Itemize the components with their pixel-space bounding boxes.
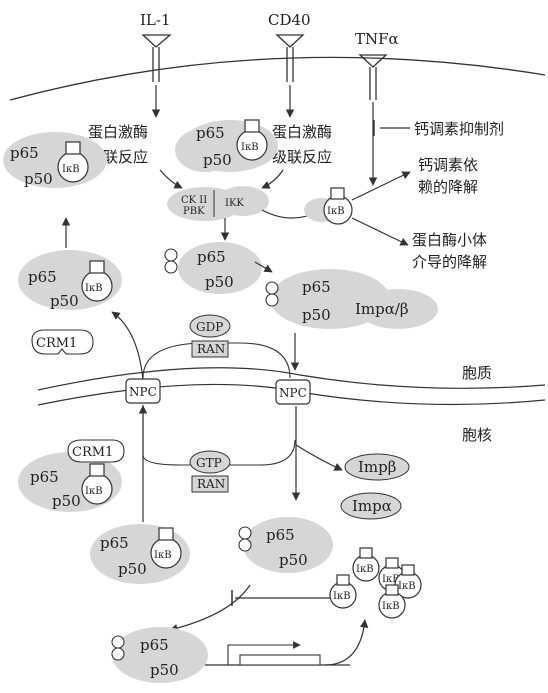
cascade-arrow-right (261, 169, 284, 189)
ikb-label: IκB (62, 164, 80, 175)
imp-alpha: Impα (340, 492, 402, 520)
export-arrow (111, 311, 144, 381)
il1-receptor: IL-1 (140, 11, 172, 82)
ran-gdp: GDP RAN (189, 314, 231, 358)
p50-label: p50 (50, 292, 79, 310)
p50-label: p50 (205, 273, 234, 291)
to-importin-arrow (254, 261, 273, 273)
ikb-label: IκB (398, 581, 416, 592)
calcineurin-degradation-label-2: 赖的降解 (418, 178, 478, 196)
ikb-label: IκB (327, 206, 345, 217)
p50-label: p50 (52, 492, 81, 510)
pbk-label: PBK (183, 206, 205, 217)
p50-label: p50 (203, 151, 232, 169)
impab-label: Impα/β (355, 300, 409, 318)
ikb-label: IκB (382, 574, 400, 585)
proteasome-degradation-arrow (351, 217, 409, 246)
ikb-label: IκB (356, 564, 374, 575)
calcineurin-inhibitor-label: 钙调素抑制剂 (414, 120, 504, 138)
npc-label: NPC (129, 385, 157, 399)
p65-label: p65 (30, 468, 59, 486)
to-gene-arrow (169, 584, 251, 633)
proteasome-degradation-label-2: 介导的降解 (412, 253, 487, 271)
cytoplasm-label: 胞质 (462, 364, 492, 382)
p65-label: p65 (10, 144, 39, 162)
impb-label: Impβ (358, 458, 396, 476)
tnf-receptor: TNFα (355, 30, 399, 100)
p65-label: p65 (100, 534, 129, 552)
ikb-transcription-arrow (324, 619, 369, 666)
nucleus-label: 胞核 (462, 426, 492, 444)
ikb-cluster: IκB IκB IκB IκB IκB (329, 547, 422, 619)
ikb-label: IκB (85, 486, 103, 497)
nfkb-complex-cytoplasm-center: p65 p50 IκB (175, 119, 278, 172)
npc-right: NPC (275, 379, 311, 405)
kinase-cascade-label-right-2: 级联反应 (272, 148, 332, 166)
imp-beta: Impβ (344, 453, 410, 481)
cell-membrane (9, 56, 546, 101)
ran-gtp-cycle-line (142, 405, 296, 466)
p50-label: p50 (150, 661, 179, 679)
nfkb-complex-nucleus: p65 p50 IκB (90, 524, 190, 584)
ran-label: RAN (197, 342, 225, 356)
p50-label: p50 (279, 551, 308, 569)
ran-label: RAN (197, 477, 225, 491)
kinase-complex: CK II PBK IKK (167, 186, 269, 221)
ikb-label: IκB (241, 142, 259, 153)
npc-label: NPC (279, 386, 307, 400)
p65-label: p65 (140, 636, 169, 654)
cd40-label: CD40 (268, 11, 311, 29)
crm1-label: CRM1 (72, 445, 113, 460)
nfkb-complex-cytoplasm-left-mid: p65 p50 IκB (18, 250, 122, 310)
gdp-label: GDP (196, 320, 223, 334)
p65-label: p65 (197, 248, 226, 266)
free-nfkb-cytoplasm: p65 p50 (164, 242, 262, 294)
ikb-label: IκB (154, 550, 172, 561)
ikb-label: IκB (382, 601, 400, 612)
crm1-cytoplasm: CRM1 (31, 329, 94, 355)
crm1-export-complex: CRM1 p65 p50 IκB (18, 439, 125, 512)
ikb-label: IκB (85, 283, 103, 294)
cd40-receptor: CD40 (268, 11, 311, 82)
ikk-label: IKK (225, 198, 244, 209)
nfkb-importin-complex: p65 p50 Impα/β (265, 269, 438, 329)
impb-release-arrow (295, 444, 343, 471)
ck2-label: CK II (181, 195, 207, 206)
gtp-label: GTP (196, 456, 222, 470)
kinase-cascade-label-left-1: 蛋白激酶 (88, 123, 148, 141)
free-nfkb-nucleus: p65 p50 (238, 517, 333, 573)
npc-left: NPC (125, 378, 161, 404)
cascade-arrow-left (159, 169, 183, 189)
nfkb-complex-cytoplasm-left-top: p65 p50 IκB (3, 132, 107, 188)
p65-label: p65 (28, 268, 57, 286)
phospho-ikb: IκB (304, 187, 353, 225)
p50-label: p50 (24, 170, 53, 188)
target-gene (205, 641, 350, 666)
p50-label: p50 (118, 560, 147, 578)
il1-label: IL-1 (140, 11, 171, 29)
calcineurin-degradation-arrow (351, 171, 411, 201)
ran-gtp: GTP RAN (189, 450, 231, 493)
tnf-label: TNFα (355, 30, 399, 48)
p50-label: p50 (302, 306, 331, 324)
ikb-label: IκB (333, 591, 351, 602)
kinase-cascade-label-right-1: 蛋白激酶 (272, 123, 332, 141)
impa-label: Impα (352, 497, 392, 515)
crm1-label: CRM1 (36, 336, 77, 351)
calcineurin-degradation-label-1: 钙调素依 (418, 156, 478, 174)
nfkb-dna-bound: p65 p50 (111, 627, 208, 683)
p65-label: p65 (196, 124, 225, 142)
p65-label: p65 (302, 278, 331, 296)
p65-label: p65 (266, 526, 295, 544)
proteasome-degradation-label-1: 蛋白酶小体 (412, 231, 487, 249)
